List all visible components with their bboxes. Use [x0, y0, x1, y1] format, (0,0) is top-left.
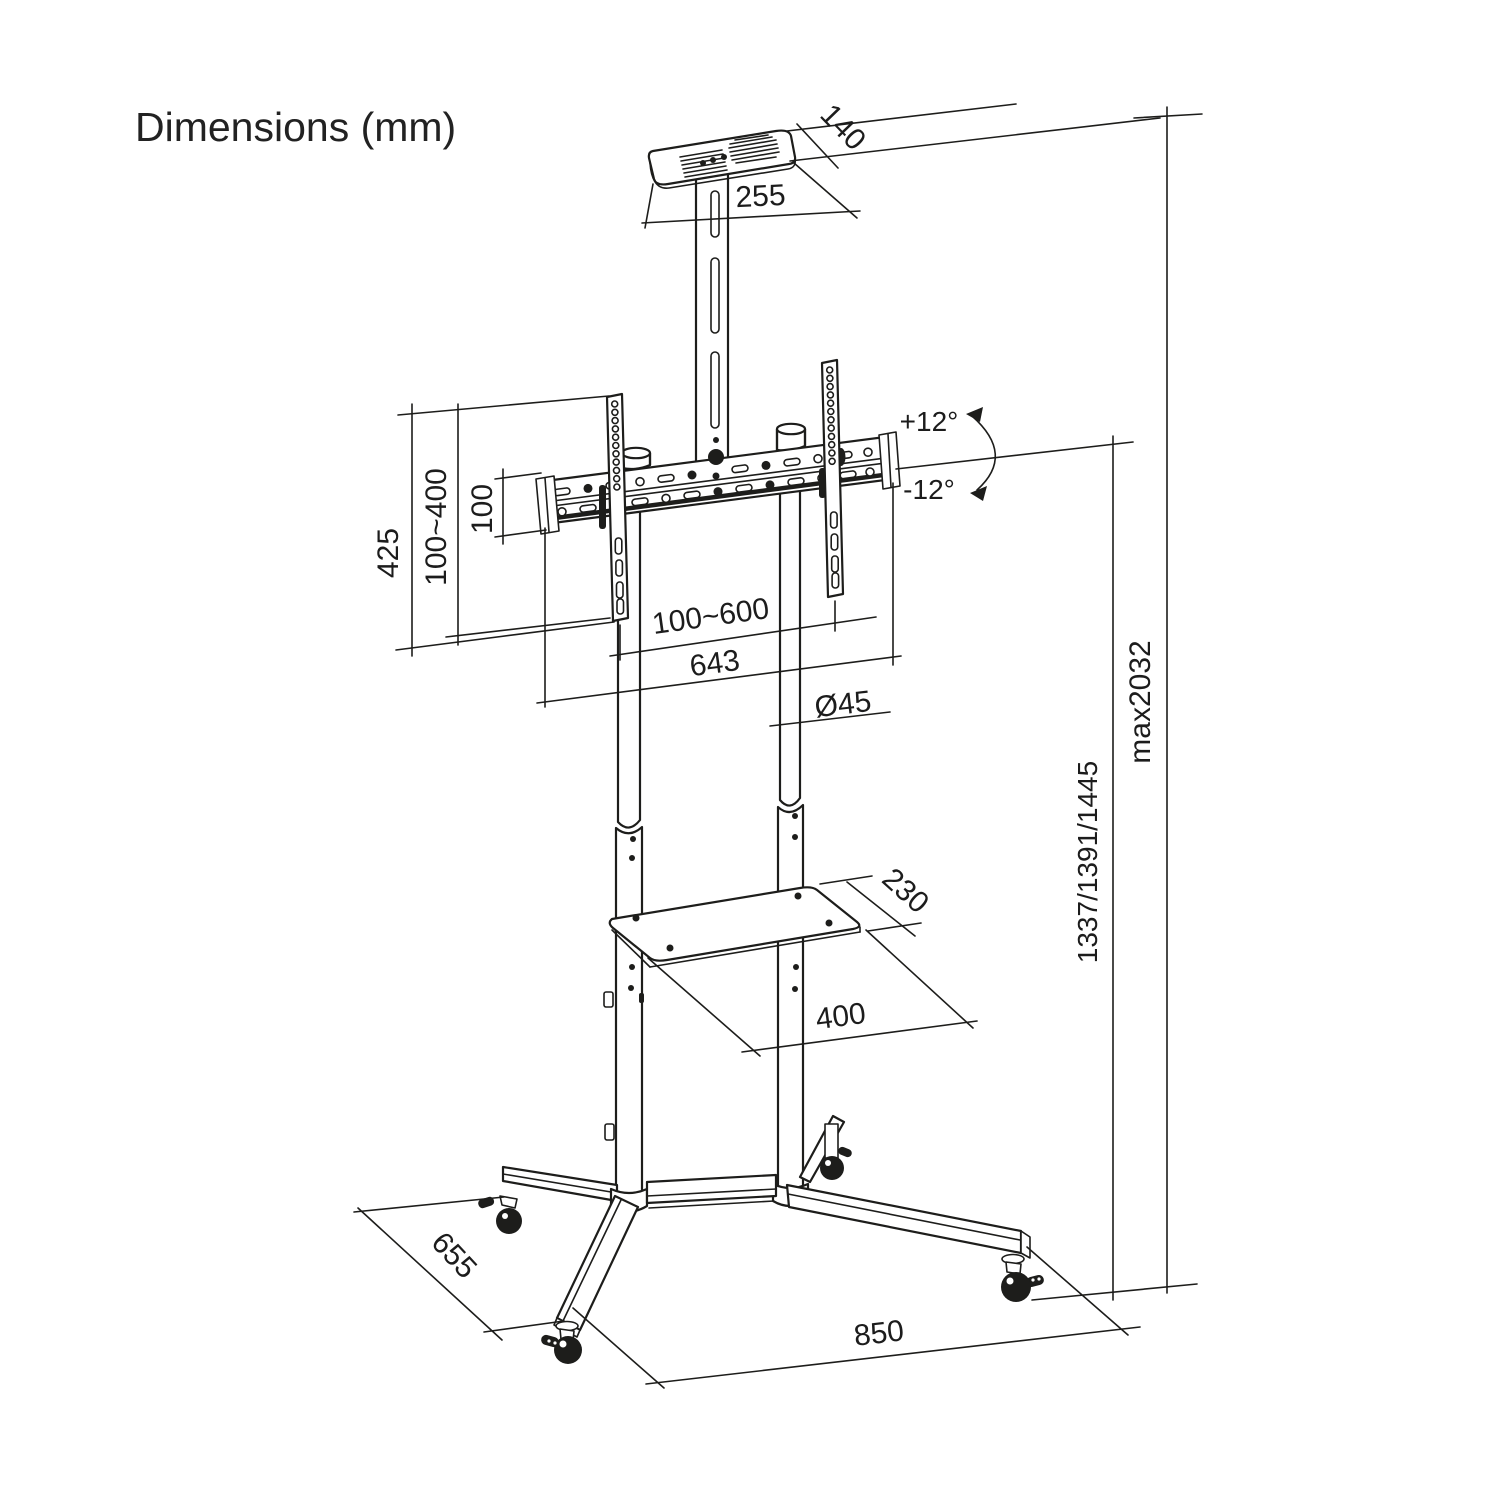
dim-base-width: 850	[572, 1246, 1141, 1389]
pole-cap-left	[620, 446, 652, 471]
support-poles	[603, 489, 805, 1194]
caster-back-left	[478, 1195, 522, 1234]
dim-label-vesa-square: 100	[466, 484, 499, 534]
hub-bar	[645, 1173, 778, 1205]
cable-clip	[603, 991, 614, 1008]
dim-label-max-height: max2032	[1124, 640, 1157, 763]
dim-label-bracket-width: 643	[688, 644, 742, 683]
dim-label-column-heights: 1337/1391/1445	[1072, 761, 1103, 963]
dim-label-top-plate-depth: 140	[814, 98, 873, 157]
top-shelf-column	[694, 164, 730, 464]
dim-label-tilt-up: +12°	[900, 406, 959, 437]
dim-label-shelf-width: 400	[814, 997, 868, 1036]
tv-mount-crossbar	[535, 358, 901, 623]
dim-bracket-heights: 425 100~400 100	[372, 395, 615, 657]
base-front	[541, 1173, 1044, 1364]
vesa-bracket-left	[605, 392, 630, 623]
dim-label-tilt-down: -12°	[903, 474, 955, 505]
dim-pole-diameter: Ø45	[769, 685, 891, 727]
dim-label-pole-diameter: Ø45	[813, 685, 873, 724]
dim-tilt-angles: +12° -12°	[900, 406, 997, 505]
dim-top-plate-depth: 140	[786, 98, 1161, 169]
dim-base-depth: 655	[353, 1196, 565, 1341]
caster-front-left	[541, 1320, 582, 1364]
dim-label-bracket-height: 425	[372, 528, 405, 578]
pivot-bolt	[708, 449, 724, 465]
vent-slots-right	[728, 134, 780, 164]
pole-cap-right	[775, 422, 807, 452]
dim-label-vesa-horizontal: 100~600	[650, 592, 771, 641]
dim-bracket-width: 643	[536, 482, 902, 708]
vent-slots-left	[679, 149, 728, 178]
dim-shelf-width: 400	[647, 929, 978, 1057]
page-title: Dimensions (mm)	[135, 104, 456, 150]
dim-vesa-horizontal: 100~600	[609, 592, 877, 661]
dim-top-plate-width: 255	[641, 162, 861, 229]
leg-front-right	[785, 1183, 1023, 1255]
vesa-bracket-right	[820, 358, 845, 599]
dim-max-height: max2032	[1124, 106, 1203, 1294]
middle-shelf	[608, 886, 861, 968]
dim-label-base-width: 850	[852, 1314, 905, 1352]
top-plate	[647, 129, 797, 189]
caster-front-right	[1001, 1253, 1044, 1302]
ground-tick-line	[1031, 1283, 1198, 1301]
caster-back-right	[820, 1123, 852, 1180]
dim-column-heights: 1337/1391/1445	[895, 435, 1134, 1301]
dim-label-vesa-vertical-range: 100~400	[420, 468, 453, 586]
cable-clip	[604, 1123, 615, 1141]
dim-label-top-plate-width: 255	[735, 179, 787, 215]
